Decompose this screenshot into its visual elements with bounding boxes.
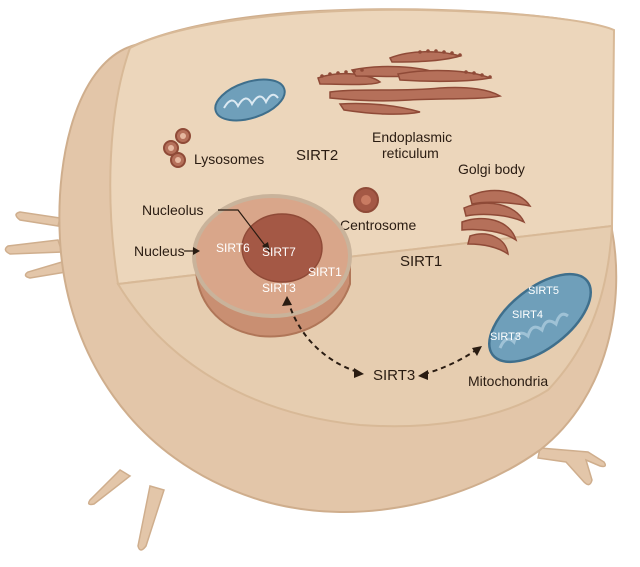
sirt6-label: SIRT6 bbox=[216, 241, 250, 255]
golgi-label: Golgi body bbox=[458, 161, 525, 177]
sirt3-nucleus-arrow bbox=[282, 296, 364, 378]
cell-protrusion-left-top bbox=[15, 211, 61, 227]
sirt3-mito-arrow bbox=[418, 346, 482, 380]
nucleus bbox=[192, 194, 352, 338]
nucleolus-pointer bbox=[218, 209, 271, 253]
mitochondrion-right bbox=[487, 272, 593, 364]
mitochondria-label: Mitochondria bbox=[468, 373, 548, 389]
golgi-body bbox=[461, 189, 532, 256]
er-ribosomes bbox=[320, 49, 492, 79]
cell-protrusion-left-mid bbox=[4, 239, 64, 255]
cell-protrusion-left-low bbox=[24, 261, 68, 279]
cell-protrusion-bottom-left bbox=[87, 469, 132, 506]
lysosomes-label: Lysosomes bbox=[194, 151, 264, 167]
lysosomes bbox=[163, 128, 191, 168]
sirt1-cytoplasm-label: SIRT1 bbox=[400, 253, 442, 270]
cell-protrusion-bottom-right bbox=[537, 447, 607, 486]
cell-protrusion-bottom-mid bbox=[137, 485, 165, 551]
sirt1-nucleus-label: SIRT1 bbox=[308, 265, 342, 279]
nucleolus bbox=[241, 213, 323, 283]
endoplasmic-reticulum bbox=[317, 50, 503, 115]
sirt4-label: SIRT4 bbox=[512, 309, 543, 321]
centrosome bbox=[353, 187, 379, 213]
sirt3-mito-label: SIRT3 bbox=[490, 331, 521, 343]
nucleolus-pointer-head bbox=[262, 242, 270, 252]
er-label-line2: reticulum bbox=[382, 145, 439, 161]
nucleus-label: Nucleus bbox=[134, 243, 185, 259]
mitochondrion-top bbox=[214, 78, 286, 122]
nucleus-pointer-head bbox=[193, 247, 200, 255]
nucleolus-label: Nucleolus bbox=[142, 202, 203, 218]
sirt3-nucleus-label: SIRT3 bbox=[262, 281, 296, 295]
er-label-line1: Endoplasmic bbox=[372, 129, 452, 145]
sirt2-label: SIRT2 bbox=[296, 147, 338, 164]
sirt5-label: SIRT5 bbox=[528, 285, 559, 297]
centrosome-label: Centrosome bbox=[340, 217, 416, 233]
sirt7-label: SIRT7 bbox=[262, 245, 296, 259]
sirt3-cytoplasm-label: SIRT3 bbox=[373, 367, 415, 384]
